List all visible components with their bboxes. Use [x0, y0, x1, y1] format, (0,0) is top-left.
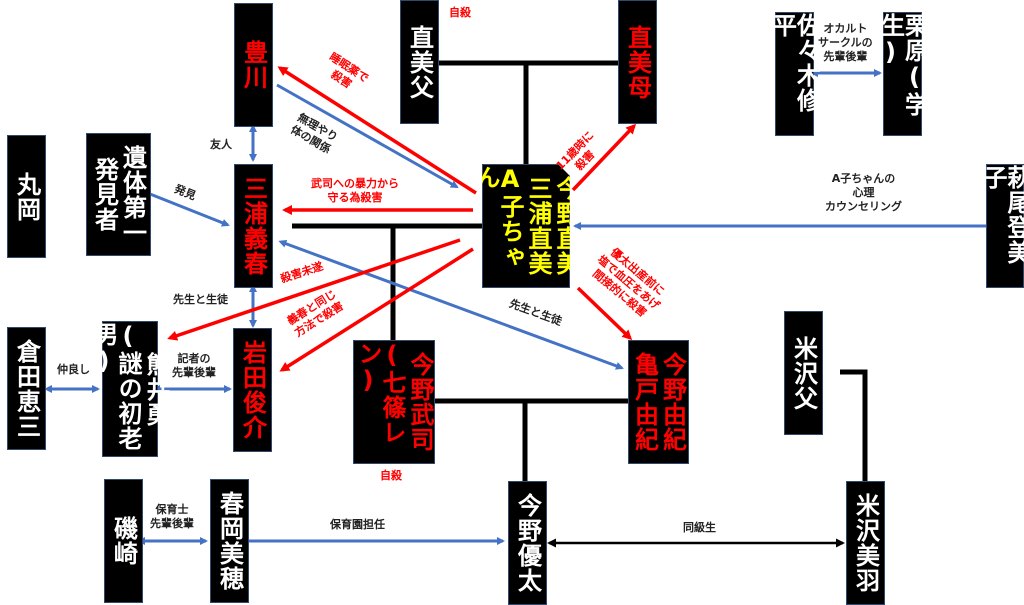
label-counseling-line2: 心理 — [852, 185, 875, 199]
label-close-friends: 仲良し — [57, 363, 90, 376]
node-kumai-name-2: (謎の初老男) — [90, 322, 142, 451]
node-finder[interactable]: 遺体第一 発見者 — [86, 133, 151, 256]
node-konno-takeshi-name-2: (七篠レン) — [354, 341, 406, 445]
node-naomi-father-name: 直美父 — [405, 24, 434, 100]
arrow-same-method — [279, 247, 474, 372]
label-nursery-teacher: 保育園担任 — [330, 518, 385, 531]
label-reporter-line2: 先輩後輩 — [172, 365, 216, 379]
node-hagio-name: 萩尾登美子 — [979, 165, 1024, 265]
label-occult: オカルト サークルの 先輩後輩 — [818, 22, 873, 63]
node-naomi-father[interactable]: 直美父 — [400, 0, 439, 124]
label-teacher-student-left: 先生と生徒 — [173, 293, 228, 306]
label-protect: 武司への暴力から 守る為殺害 — [311, 177, 399, 205]
label-suicide-takeshi: 自殺 — [380, 469, 402, 482]
arrow-forced-relation — [276, 83, 459, 189]
label-reporter-line1: 記者の — [177, 352, 211, 365]
label-classmates: 同級生 — [683, 521, 716, 534]
node-konno-takeshi[interactable]: 今野武司 (七篠レン) — [353, 340, 435, 464]
label-protect-line2: 守る為殺害 — [327, 190, 383, 204]
label-reporter: 記者の 先輩後輩 — [172, 352, 216, 380]
node-kurata-name: 倉田恵三 — [12, 338, 41, 439]
node-kurihara[interactable]: 栗原(学生) — [877, 12, 929, 136]
node-kurata[interactable]: 倉田恵三 — [7, 327, 46, 450]
node-kumai-name-1: 熊井勇 — [142, 351, 170, 427]
node-yonezawa-father-name: 米沢父 — [789, 335, 818, 411]
label-nursery-senior-line2: 先輩後輩 — [150, 516, 194, 530]
arrow-found — [149, 192, 230, 227]
node-haruoka-name: 春岡美穂 — [215, 491, 244, 591]
node-maruoka-name: 丸岡 — [12, 171, 41, 222]
node-finder-name-2: 発見者 — [90, 157, 119, 232]
label-occult-line1: オカルト — [823, 22, 868, 35]
label-protect-line1: 武司への暴力から — [311, 177, 399, 190]
node-miura-yoshiharu-name: 三浦義春 — [239, 176, 268, 276]
node-protagonist[interactable]: 今野直美 三浦直美 A子ちゃん — [482, 164, 570, 288]
node-toyokawa[interactable]: 豊川 — [234, 3, 273, 127]
node-iwata-name: 岩田俊介 — [238, 340, 267, 440]
node-konno-yuki-name-2: 亀戸由紀 — [630, 352, 659, 452]
node-naomi-mother-name: 直美母 — [623, 24, 652, 100]
node-konno-yuki-name-1: 今野由紀 — [658, 352, 687, 452]
node-yonezawa-miu-name: 米沢美羽 — [851, 493, 880, 593]
arrow-age11 — [571, 123, 637, 192]
node-hagio[interactable]: 萩尾登美子 — [979, 164, 1024, 288]
node-sasaki[interactable]: 佐々木修平 — [769, 12, 821, 136]
node-toyokawa-name: 豊川 — [239, 40, 268, 90]
label-counseling-line1: A子ちゃんの — [831, 172, 896, 185]
node-yonezawa-miu[interactable]: 米沢美羽 — [846, 481, 885, 605]
node-kurihara-name: 栗原(学生) — [876, 13, 929, 117]
label-friends: 友人 — [210, 138, 232, 151]
label-occult-line2: サークルの — [818, 35, 873, 49]
node-konno-yuta-name: 今野優太 — [513, 493, 542, 593]
line-yonezawa — [840, 369, 868, 482]
label-nursery-senior: 保育士 先輩後輩 — [150, 503, 194, 531]
node-iwata[interactable]: 岩田俊介 — [233, 328, 272, 452]
node-miura-yoshiharu[interactable]: 三浦義春 — [234, 164, 273, 288]
label-suicide-father: 自殺 — [449, 6, 471, 19]
node-isozaki[interactable]: 磯崎 — [104, 479, 143, 603]
arrow-attempted — [167, 238, 461, 341]
node-sasaki-name: 佐々木修平 — [768, 13, 821, 113]
label-counseling: A子ちゃんの 心理 カウンセリング — [825, 172, 902, 213]
node-konno-takeshi-name-1: 今野武司 — [406, 352, 434, 452]
node-protagonist-name-2: 三浦直美 — [524, 176, 552, 276]
arrow-indirect — [576, 286, 633, 341]
node-protagonist-name-3: A子ちゃん — [472, 165, 524, 269]
node-konno-yuki[interactable]: 今野由紀 亀戸由紀 — [628, 340, 689, 464]
node-kumai[interactable]: 熊井勇 (謎の初老男) — [90, 321, 170, 457]
arrow-teacher-student-right — [278, 239, 624, 370]
node-yonezawa-father[interactable]: 米沢父 — [784, 311, 823, 435]
node-haruoka[interactable]: 春岡美穂 — [210, 479, 249, 603]
label-counseling-line3: カウンセリング — [825, 199, 902, 213]
node-finder-name-1: 遺体第一 — [118, 144, 147, 245]
label-nursery-senior-line1: 保育士 — [155, 503, 189, 516]
node-konno-yuta[interactable]: 今野優太 — [508, 481, 547, 605]
arrow-sleeping-pills — [277, 66, 477, 195]
node-maruoka[interactable]: 丸岡 — [7, 135, 46, 258]
node-isozaki-name: 磯崎 — [109, 516, 138, 566]
node-naomi-mother[interactable]: 直美母 — [618, 0, 657, 124]
label-occult-line3: 先輩後輩 — [823, 49, 868, 63]
